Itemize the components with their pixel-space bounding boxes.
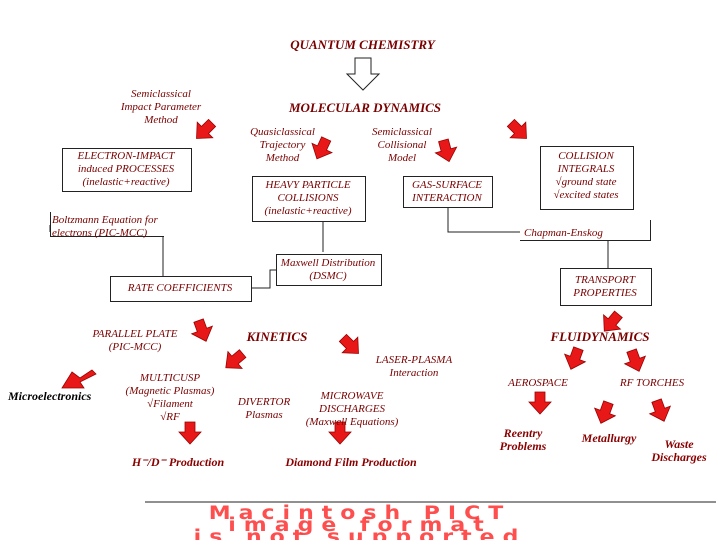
- box-maxwell: [276, 254, 382, 286]
- watermark-line-2: image format: [228, 514, 492, 537]
- box-chapman: [520, 220, 651, 241]
- node-divertor: DIVERTOR Plasmas: [237, 396, 291, 421]
- node-kinetics: KINETICS: [246, 329, 308, 344]
- node-chapman-enskog: Chapman-Enskog: [524, 227, 603, 239]
- red-arrow-collision: [502, 114, 535, 147]
- node-h-production: H⁻/D⁻ Production: [131, 455, 225, 469]
- node-transport: TRANSPORT PROPERTIES: [573, 274, 637, 299]
- node-quasiclassical: Quasiclassical Trajectory Method: [250, 126, 315, 164]
- node-microwave: MICROWAVE DISCHARGES (Maxwell Equations): [305, 390, 399, 428]
- red-arrow-fluid-right: [620, 346, 650, 376]
- node-semiclassical-collisional: Semiclassical Collisional Model: [372, 126, 432, 164]
- node-collision-integrals: COLLISION INTEGRALS √ground state √excit…: [553, 150, 619, 201]
- node-aerospace: AEROSPACE: [508, 377, 568, 389]
- node-quantum-chemistry: QUANTUM CHEMISTRY: [290, 37, 435, 52]
- box-collision-integrals: [540, 146, 634, 210]
- node-reentry: Reentry Problems: [499, 426, 547, 453]
- box-heavy-particle: [252, 176, 366, 222]
- node-heavy-particle: HEAVY PARTICLE COLLISIONS (inelastic+rea…: [264, 179, 352, 217]
- red-arrow-metallurgy: [590, 398, 620, 428]
- node-molecular-dynamics: MOLECULAR DYNAMICS: [288, 100, 442, 115]
- box-electron-impact: [62, 148, 192, 192]
- node-fluidynamics: FLUIDYNAMICS: [550, 329, 650, 344]
- box-rate-coefficients: [110, 276, 252, 302]
- red-arrow-multicusp: [178, 421, 202, 445]
- box-gas-surface: [403, 176, 493, 208]
- red-arrow-aerospace: [528, 391, 552, 415]
- node-gas-surface: GAS-SURFACE INTERACTION: [411, 179, 483, 204]
- node-multicusp: MULTICUSP (Magnetic Plasmas) √Filament √…: [125, 372, 215, 423]
- node-boltzmann: Boltzmann Equation for electrons (PIC-MC…: [52, 214, 158, 239]
- box-transport: [560, 268, 652, 306]
- red-arrow-waste: [645, 396, 675, 426]
- connector-gas-chapman: [447, 205, 520, 233]
- node-diamond: Diamond Film Production: [285, 455, 417, 469]
- box-boltzmann: [50, 212, 164, 237]
- node-rf-torches: RF TORCHES: [619, 377, 685, 389]
- node-electron-impact: ELECTRON-IMPACT induced PROCESSES (inela…: [77, 150, 175, 188]
- node-microelectronics: Microelectronics: [8, 389, 92, 403]
- node-waste: Waste Discharges: [651, 437, 707, 464]
- watermark-line-3: is not supported: [193, 526, 527, 540]
- red-arrow-fluid: [560, 344, 590, 374]
- node-metallurgy: Metallurgy: [581, 431, 637, 445]
- node-parallel-plate: PARALLEL PLATE (PIC-MCC): [92, 328, 178, 353]
- watermark-line-1: Macintosh PICT: [208, 502, 512, 525]
- hollow-down-arrow: [345, 57, 381, 91]
- connector-rate-maxwell: [250, 269, 278, 289]
- node-semiclassical-impact: Semiclassical Impact Parameter Method: [120, 88, 202, 126]
- node-rate-coefficients: RATE COEFFICIENTS: [127, 282, 233, 294]
- node-laser-plasma: LASER-PLASMA Interaction: [375, 354, 453, 379]
- node-maxwell: Maxwell Distribution (DSMC): [280, 257, 376, 282]
- red-arrow-microelectronics: [61, 369, 97, 389]
